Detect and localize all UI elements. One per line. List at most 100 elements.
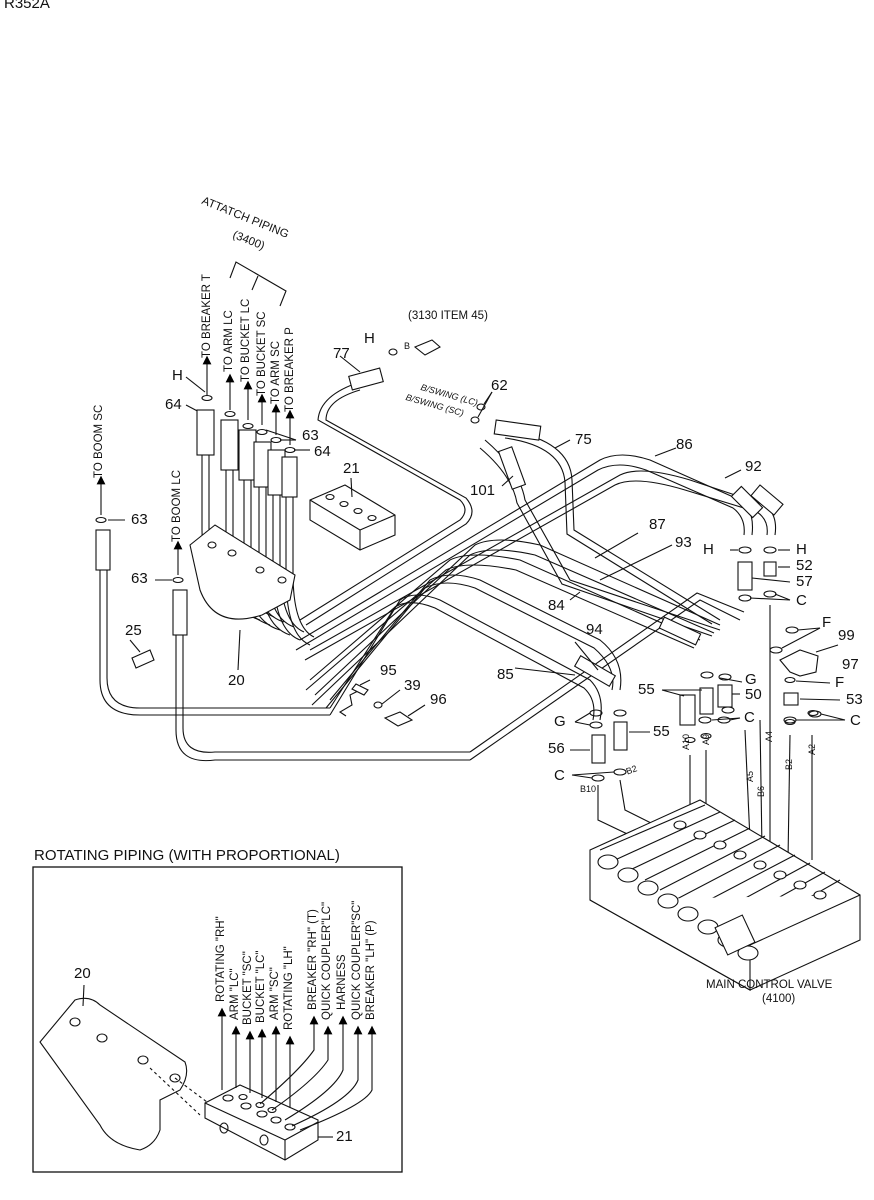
callout-93: 93 [675, 534, 692, 551]
port-b10: B10 [580, 784, 597, 794]
callout-63c: 63 [131, 511, 148, 528]
callout-50: 50 [745, 686, 762, 703]
port-a4: A4 [764, 730, 774, 742]
callout-c3: C [744, 709, 755, 726]
callout-h-left: H [172, 367, 183, 384]
inset-label-quick-coupler-sc: QUICK COUPLER"SC" [351, 900, 363, 1020]
fitting-52 [763, 561, 777, 577]
callout-c2: C [850, 712, 861, 729]
label-to-bucket-lc: TO BUCKET LC [240, 298, 252, 382]
callout-87: 87 [649, 516, 666, 533]
callout-g2: G [554, 713, 566, 730]
fitting-56 [591, 734, 606, 764]
callout-39: 39 [404, 677, 421, 694]
callout-95: 95 [380, 662, 397, 679]
model-label: R352A [4, 0, 50, 12]
callout-c4: C [554, 767, 565, 784]
callout-20: 20 [228, 672, 245, 689]
attach-piping-bracket [229, 261, 287, 307]
label-to-arm-lc: TO ARM LC [223, 310, 235, 372]
inset-block-21 [204, 1084, 319, 1161]
inset-callout-20: 20 [74, 965, 91, 982]
callout-57: 57 [796, 573, 813, 590]
inset-label-arm-lc: ARM "LC" [229, 968, 241, 1020]
callout-77: 77 [333, 345, 350, 362]
callout-64a: 64 [165, 396, 182, 413]
callout-h-r1: H [703, 541, 714, 558]
callout-f2: F [835, 674, 845, 691]
pipe-network [295, 454, 777, 761]
bracket-20 [189, 524, 296, 620]
ref-3130-label: (3130 ITEM 45) [408, 310, 488, 322]
callout-96: 96 [430, 691, 447, 708]
label-to-boom-lc: TO BOOM LC [171, 470, 183, 542]
fitting-97 [779, 649, 819, 677]
inset-label-rotating-rh: ROTATING "RH" [215, 916, 227, 1002]
inset-label-harness: HARNESS [336, 954, 348, 1010]
callout-55b: 55 [653, 723, 670, 740]
label-to-breaker-t: TO BREAKER T [201, 274, 213, 358]
fitting-25 [131, 649, 155, 669]
callout-b: B [404, 341, 411, 351]
fitting-55c [613, 721, 628, 751]
callout-97: 97 [842, 656, 859, 673]
callout-53: 53 [846, 691, 863, 708]
inset-label-quick-coupler-lc: QUICK COUPLER"LC" [321, 901, 333, 1020]
callout-101: 101 [470, 482, 496, 499]
callout-84: 84 [548, 597, 565, 614]
callout-94: 94 [586, 621, 603, 638]
port-a2: A2 [807, 743, 817, 755]
inset-label-breaker-lh-p: BREAKER "LH" (P) [365, 920, 377, 1020]
callout-h-top: H [364, 330, 375, 347]
hose-boom-lc [175, 595, 470, 762]
label-to-boom-sc: TO BOOM SC [93, 404, 105, 478]
inset-label-bucket-sc: BUCKET "SC" [242, 951, 254, 1025]
label-to-breaker-p: TO BREAKER P [284, 327, 296, 412]
callout-92: 92 [745, 458, 762, 475]
main-control-valve-title: MAIN CONTROL VALVE [706, 979, 833, 991]
block-21 [309, 484, 396, 551]
pipe-77 [299, 381, 466, 621]
callout-64b: 64 [314, 443, 331, 460]
callout-52: 52 [796, 557, 813, 574]
inset-title: ROTATING PIPING (WITH PROPORTIONAL) [34, 847, 340, 864]
main-control-valve [589, 799, 861, 991]
callout-62: 62 [491, 377, 508, 394]
label-to-arm-sc: TO ARM SC [270, 340, 282, 404]
washer-39 [373, 701, 383, 709]
fitting-55b [699, 687, 714, 715]
fitting-55a [679, 694, 696, 726]
callout-h-r2: H [796, 541, 807, 558]
callout-25: 25 [125, 622, 142, 639]
inset-callout-21: 21 [336, 1128, 353, 1145]
inset-box [32, 866, 403, 1173]
hose-boom-sc [99, 535, 330, 716]
inset-label-breaker-rh-t: BREAKER "RH" (T) [307, 909, 319, 1010]
fitting-53 [783, 692, 799, 706]
main-control-valve-ref: (4100) [762, 993, 796, 1005]
callout-c1: C [796, 592, 807, 609]
callout-56: 56 [548, 740, 565, 757]
pin-95 [338, 689, 361, 717]
callout-63a: 63 [302, 427, 319, 444]
callout-21: 21 [343, 460, 360, 477]
fitting-57 [737, 561, 753, 591]
port-a5: A5 [745, 770, 755, 782]
bolt-96 [383, 711, 414, 727]
inset-label-arm-sc: ARM "SC" [269, 967, 281, 1020]
port-a9: A9 [701, 733, 711, 745]
callout-86: 86 [676, 436, 693, 453]
callout-99: 99 [838, 627, 855, 644]
inset-label-rotating-lh: ROTATING "LH" [283, 946, 295, 1030]
callout-g1: G [745, 671, 757, 688]
inset-bracket-20 [39, 997, 188, 1151]
hose-75 [504, 429, 721, 621]
inset-label-bucket-lc: BUCKET "LC" [255, 950, 267, 1024]
label-to-bucket-sc: TO BUCKET SC [256, 311, 268, 396]
port-b2-right: B2 [784, 758, 794, 770]
callout-f1: F [822, 614, 832, 631]
fitting-50 [717, 684, 733, 708]
callout-85: 85 [497, 666, 514, 683]
callout-63d: 63 [131, 570, 148, 587]
